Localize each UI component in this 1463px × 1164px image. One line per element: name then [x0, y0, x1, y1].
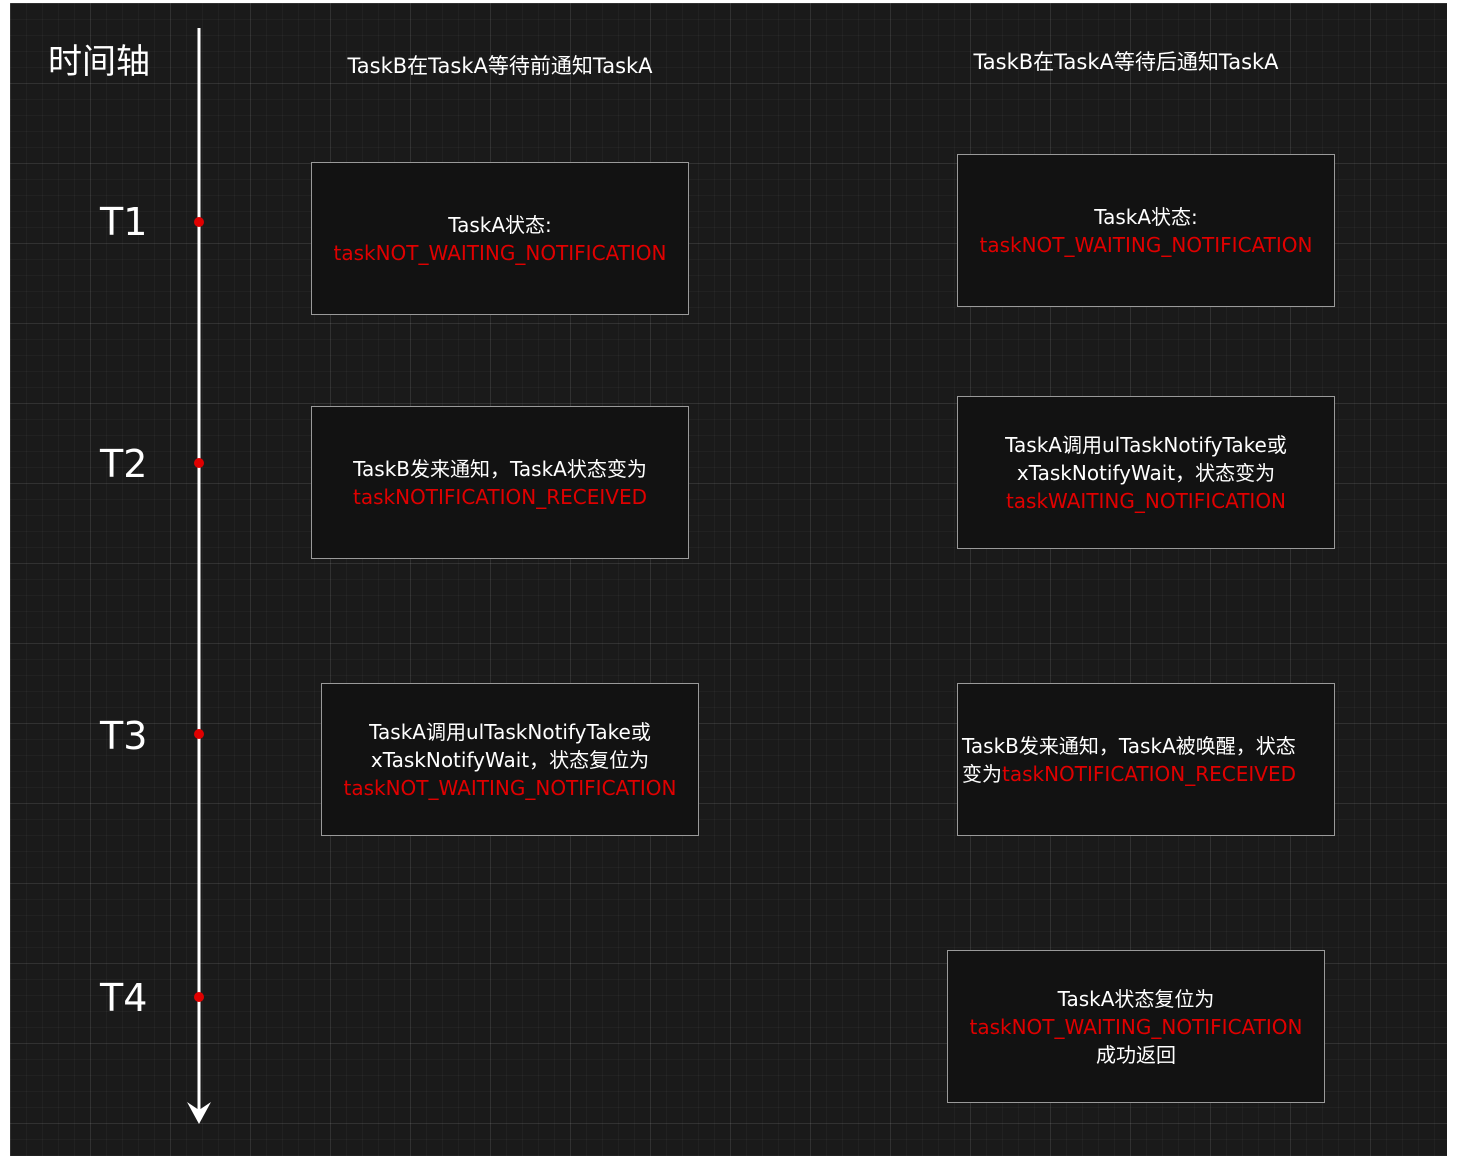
timeline-marker-t1 — [194, 217, 204, 227]
left-t3-state: taskNOT_WAITING_NOTIFICATION — [343, 775, 677, 800]
right-t4-state: taskNOT_WAITING_NOTIFICATION — [969, 1014, 1303, 1039]
right-t2-state: taskWAITING_NOTIFICATION — [1005, 488, 1287, 513]
right-t2-label-2: xTaskNotifyWait，状态变为 — [1016, 460, 1276, 485]
timeline-marker-t2 — [194, 458, 204, 468]
right-t4-box: TaskA状态复位为 taskNOT_WAITING_NOTIFICATION … — [947, 950, 1325, 1103]
time-label-t1: T1 — [100, 200, 148, 244]
timeline-arrowhead — [187, 1102, 211, 1124]
axis-title: 时间轴 — [48, 42, 150, 82]
left-t3-label-1: TaskA调用ulTaskNotifyTake或 — [369, 719, 651, 744]
right-t3-box: TaskB发来通知，TaskA被唤醒，状态 变为taskNOTIFICATION… — [957, 683, 1335, 836]
right-t1-state: taskNOT_WAITING_NOTIFICATION — [979, 232, 1313, 257]
left-t2-state: taskNOTIFICATION_RECEIVED — [353, 484, 647, 509]
timeline-marker-t4 — [194, 992, 204, 1002]
right-t3-prefix: 变为 — [962, 761, 1002, 786]
right-t3-label-1: TaskB发来通知，TaskA被唤醒，状态 — [962, 733, 1296, 758]
right-t3-state: taskNOTIFICATION_RECEIVED — [1002, 761, 1296, 786]
time-label-t2: T2 — [100, 442, 148, 486]
right-t4-result: 成功返回 — [1096, 1042, 1176, 1067]
left-t1-state: taskNOT_WAITING_NOTIFICATION — [333, 240, 667, 265]
timeline-marker-t3 — [194, 729, 204, 739]
right-t2-label-1: TaskA调用ulTaskNotifyTake或 — [1005, 432, 1287, 457]
right-t2-box: TaskA调用ulTaskNotifyTake或 xTaskNotifyWait… — [957, 396, 1335, 549]
left-t2-label: TaskB发来通知，TaskA状态变为 — [353, 456, 647, 481]
right-t1-label: TaskA状态: — [1094, 204, 1198, 229]
right-column-title: TaskB在TaskA等待后通知TaskA — [973, 50, 1279, 74]
right-t1-box: TaskA状态: taskNOT_WAITING_NOTIFICATION — [957, 154, 1335, 307]
right-t3-label-2: 变为taskNOTIFICATION_RECEIVED — [962, 760, 1296, 788]
time-label-t3: T3 — [100, 714, 148, 758]
left-t1-box: TaskA状态: taskNOT_WAITING_NOTIFICATION — [311, 162, 689, 315]
left-t3-label-2: xTaskNotifyWait，状态复位为 — [370, 747, 650, 772]
left-column-title: TaskB在TaskA等待前通知TaskA — [347, 54, 653, 78]
time-label-t4: T4 — [100, 976, 148, 1020]
left-t2-box: TaskB发来通知，TaskA状态变为 taskNOTIFICATION_REC… — [311, 406, 689, 559]
left-t1-label: TaskA状态: — [448, 212, 552, 237]
left-t3-box: TaskA调用ulTaskNotifyTake或 xTaskNotifyWait… — [321, 683, 699, 836]
right-t4-label: TaskA状态复位为 — [1057, 986, 1215, 1011]
